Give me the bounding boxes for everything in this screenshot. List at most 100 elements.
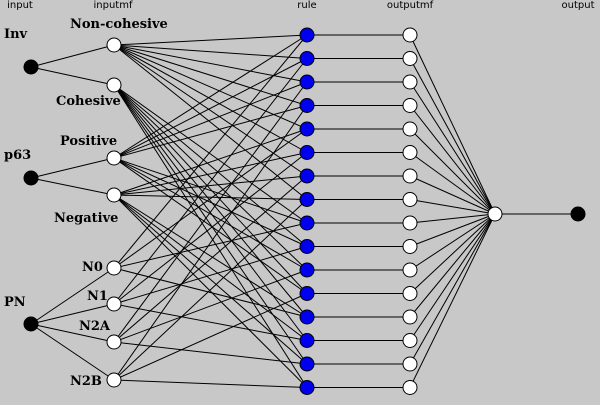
edge-mf-to-rule	[113, 194, 308, 200]
edge-mf-to-rule	[113, 199, 308, 381]
edge-mf-to-rule	[113, 44, 308, 106]
rule-node	[299, 121, 315, 137]
edge-mf-to-rule	[113, 81, 308, 159]
edge-mf-to-rule	[113, 84, 308, 341]
input-node	[23, 170, 39, 186]
output-mf-node	[402, 168, 418, 184]
rule-node	[299, 192, 315, 207]
edge-mf-to-rule	[113, 303, 308, 341]
input-mf-node	[106, 37, 122, 53]
output-node	[570, 206, 586, 222]
edge-mf-to-rule	[113, 128, 308, 269]
input-node	[23, 59, 39, 75]
rule-node	[299, 168, 315, 184]
edge-outputmf-to-output	[409, 213, 496, 318]
edge-outputmf-to-output	[409, 213, 496, 224]
rule-node	[299, 356, 315, 372]
mf-label-cohesive: Cohesive	[56, 94, 121, 109]
edge-input-to-mf	[30, 177, 115, 196]
header-input: input	[7, 0, 33, 11]
rule-node	[299, 380, 315, 395]
edge-mf-to-rule	[113, 267, 308, 318]
edge-input-to-mf	[30, 323, 115, 381]
edge-outputmf-to-output	[409, 58, 496, 215]
edge-input-to-mf	[30, 323, 115, 343]
edge-mf-to-rule	[113, 84, 308, 247]
edge-input-to-mf	[30, 157, 115, 179]
edge-mf-to-rule	[113, 152, 308, 305]
edge-outputmf-to-output	[409, 175, 496, 215]
edge-outputmf-to-output	[409, 34, 496, 215]
edge-mf-to-rule	[113, 84, 308, 365]
edge-mf-to-rule	[113, 157, 308, 224]
edge-mf-to-rule	[113, 157, 308, 294]
edge-mf-to-rule	[113, 222, 308, 269]
edge-mf-to-rule	[113, 84, 308, 224]
edge-mf-to-rule	[113, 84, 308, 294]
input-mf-node	[106, 260, 122, 276]
input-mf-node	[106, 296, 122, 312]
edge-mf-to-rule	[113, 194, 308, 388]
output-mf-node	[402, 215, 418, 231]
rule-node	[299, 215, 315, 231]
edge-mf-to-rule	[113, 105, 308, 381]
input-label-p63: p63	[4, 148, 32, 163]
rule-node	[299, 286, 315, 301]
input-mf-node	[106, 334, 122, 350]
edge-mf-to-rule	[113, 269, 308, 343]
rule-node	[299, 262, 315, 278]
output-mf-node	[402, 51, 418, 66]
edge-mf-to-rule	[113, 194, 308, 365]
output-mf-node	[402, 145, 418, 160]
mf-label-n2b: N2B	[70, 374, 102, 389]
edge-mf-to-rule	[113, 84, 308, 271]
output-mf-node	[402, 192, 418, 207]
mf-label-n1: N1	[87, 289, 108, 304]
mf-label-n2a: N2A	[79, 319, 111, 334]
output-mf-node	[402, 27, 418, 43]
output-mf-node	[402, 262, 418, 278]
header-output: output	[561, 0, 595, 11]
edge-outputmf-to-output	[409, 199, 496, 215]
edge-mf-to-rule	[113, 293, 308, 381]
edge-mf-to-rule	[113, 341, 308, 365]
edge-outputmf-to-output	[409, 128, 496, 215]
edge-mf-to-rule	[113, 175, 308, 196]
edge-mf-to-rule	[113, 194, 308, 341]
edge-outputmf-to-output	[409, 213, 496, 271]
rule-node	[299, 309, 315, 325]
edge-mf-to-rule	[113, 34, 308, 159]
edge-outputmf-to-output	[409, 213, 496, 294]
edge-mf-to-rule	[113, 194, 308, 318]
output-mf-node	[402, 333, 418, 348]
edge-input-to-mf	[30, 303, 115, 325]
edge-input-to-mf	[30, 267, 115, 325]
edge-mf-to-rule	[113, 128, 308, 196]
edge-mf-to-rule	[113, 44, 308, 177]
edge-mf-to-rule	[113, 157, 308, 271]
rule-node	[299, 333, 315, 348]
mf-label-negative: Negative	[54, 211, 119, 226]
rule-node	[299, 145, 315, 160]
rule-node	[299, 74, 315, 90]
input-mf-node	[106, 77, 122, 93]
edge-outputmf-to-output	[409, 105, 496, 215]
header-inputmf: inputmf	[93, 0, 133, 11]
edge-mf-to-rule	[113, 58, 308, 305]
edge-outputmf-to-output	[409, 213, 496, 341]
input-mf-node	[106, 187, 122, 203]
mf-label-n0: N0	[82, 260, 103, 275]
rule-node	[299, 51, 315, 66]
edge-mf-to-rule	[113, 105, 308, 159]
output-mf-node	[402, 121, 418, 137]
edge-input-to-mf	[30, 66, 115, 86]
output-mf-node	[402, 309, 418, 325]
edge-mf-to-rule	[113, 44, 308, 59]
edge-mf-to-rule	[113, 379, 308, 388]
edge-mf-to-rule	[113, 44, 308, 200]
edge-mf-to-rule	[113, 84, 308, 318]
mf-label-positive: Positive	[60, 134, 118, 149]
edge-outputmf-to-output	[409, 152, 496, 215]
output-mf-node	[402, 239, 418, 254]
